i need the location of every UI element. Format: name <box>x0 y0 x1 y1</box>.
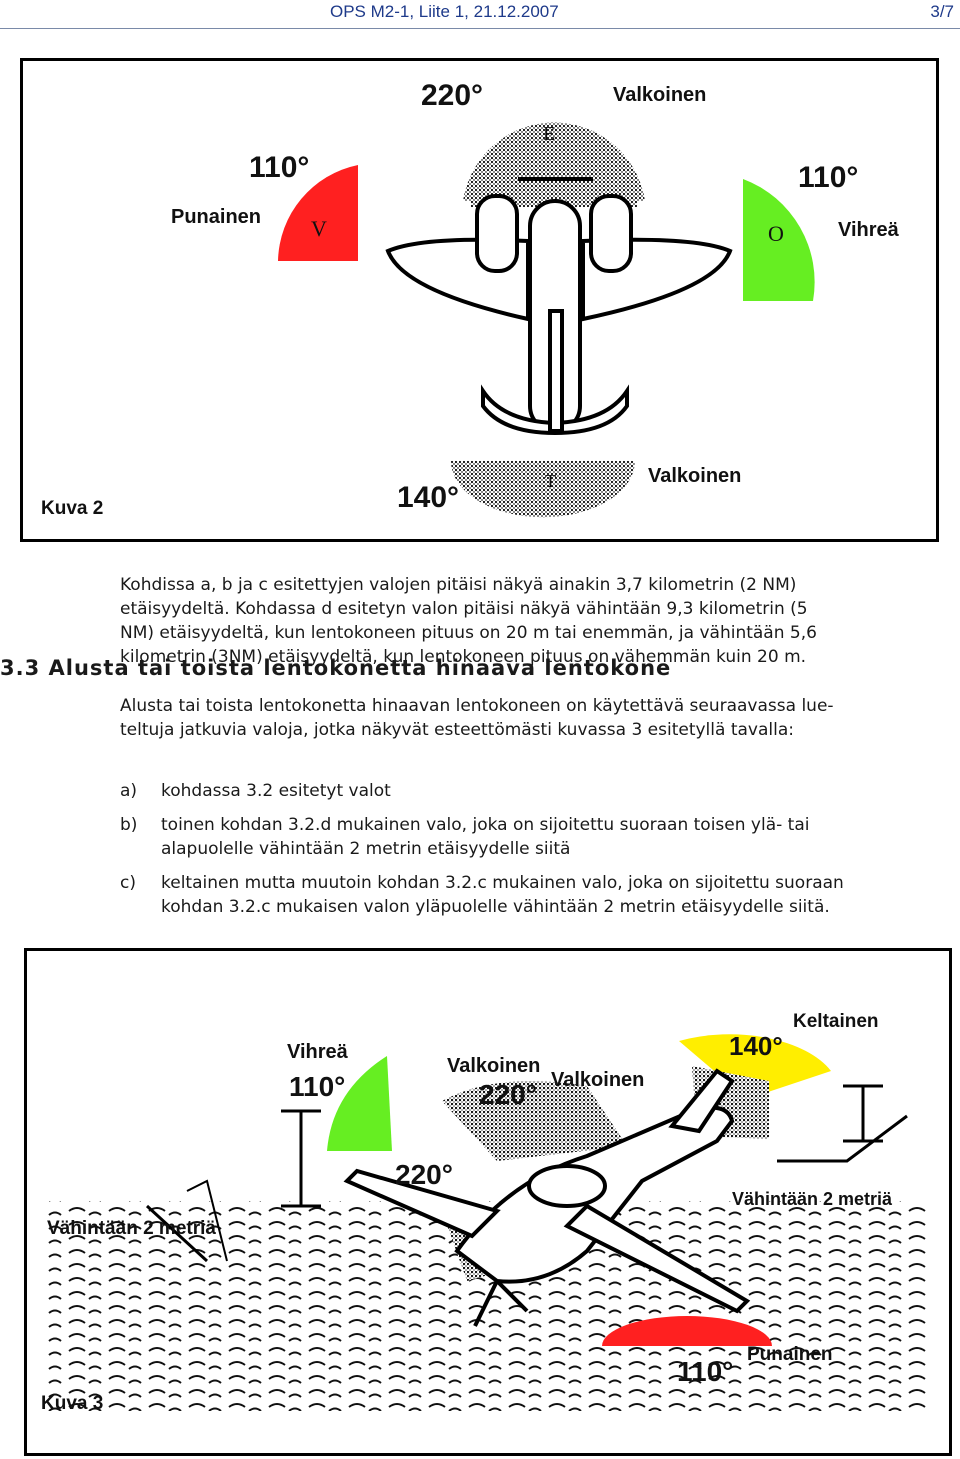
dimension-right-label: Vähintään 2 metriä <box>732 1189 893 1209</box>
label-yellow: Keltainen <box>793 1011 879 1032</box>
label-bottom-white: Valkoinen <box>648 465 742 487</box>
angle-right-label: 110° <box>798 161 859 194</box>
dimension-right <box>777 1084 908 1163</box>
paragraph-line: etäisyydeltä. Kohdassa d esitetyn valon … <box>120 599 808 619</box>
list-item-text: toinen kohdan 3.2.d mukainen valo, joka … <box>161 815 810 835</box>
label-white-2: Valkoinen <box>551 1069 645 1091</box>
list-marker: c) <box>120 873 136 893</box>
figure-2-caption: Kuva 2 <box>41 498 104 519</box>
document-reference: OPS M2-1, Liite 1, 21.12.2007 <box>330 2 559 21</box>
sector-top-letter: E <box>543 123 556 145</box>
page-header: OPS M2-1, Liite 1, 21.12.2007 3/7 <box>0 0 960 30</box>
paragraph-line: Alusta tai toista lentokonetta hinaavan … <box>120 696 834 716</box>
paragraph-line: kilometrin (3NM) etäisyydeltä, kun lento… <box>120 647 807 667</box>
angle-top-label: 220° <box>421 79 484 112</box>
paragraph-line: NM) etäisyydeltä, kun lentokoneen pituus… <box>120 623 817 643</box>
list-item-text: kohdassa 3.2 esitetyt valot <box>161 781 391 801</box>
paragraph-line: Kohdissa a, b ja c esitettyjen valojen p… <box>120 575 797 595</box>
white-sector-bottom <box>451 461 635 518</box>
label-top-white: Valkoinen <box>613 84 707 106</box>
label-right-green: Vihreä <box>838 219 899 241</box>
figure-2: 220° Valkoinen E 110° Punainen V 110° Vi… <box>20 58 939 542</box>
red-sector <box>602 1316 772 1346</box>
white-sector-left <box>442 1081 627 1161</box>
list-item-text: keltainen mutta muutoin kohdan 3.2.c muk… <box>161 873 844 893</box>
list-item-text: kohdan 3.2.c mukaisen valon yläpuolelle … <box>161 897 830 917</box>
list-marker: a) <box>120 781 138 801</box>
figure-3: Vihreä 110° Valkoinen 220° Valkoinen 140… <box>24 948 952 1456</box>
angle-white-mid: 220° <box>395 1159 453 1190</box>
label-green: Vihreä <box>287 1041 348 1063</box>
green-sector <box>743 179 815 301</box>
list-marker: b) <box>120 815 138 835</box>
list-item-text: alapuolelle vähintään 2 metrin etäisyyde… <box>161 839 571 859</box>
figure-3-caption: Kuva 3 <box>41 1393 104 1414</box>
angle-yellow: 140° <box>729 1031 783 1061</box>
page-number: 3/7 <box>930 2 954 21</box>
airplane-perspective <box>343 1068 751 1327</box>
green-sector <box>327 1056 392 1151</box>
label-left-red: Punainen <box>171 206 262 228</box>
red-sector <box>278 165 358 261</box>
yellow-sector <box>679 1034 831 1099</box>
airplane-top-view <box>385 177 733 436</box>
angle-bottom-label: 140° <box>397 481 460 514</box>
paragraph-line: teltuja jatkuvia valoja, jotka näkyvät e… <box>120 720 794 740</box>
angle-red: 110° <box>677 1356 734 1387</box>
angle-green: 110° <box>289 1071 346 1102</box>
figure-2-drawing <box>278 122 815 518</box>
label-red: Punainen <box>747 1344 833 1365</box>
angle-left-label: 110° <box>249 151 310 184</box>
angle-white-top: 220° <box>479 1079 537 1110</box>
label-white-1: Valkoinen <box>447 1055 541 1077</box>
towing-paragraph: Alusta tai toista lentokonetta hinaavan … <box>120 694 960 742</box>
header-rule <box>0 28 960 29</box>
sector-right-letter: O <box>768 221 784 246</box>
dimension-left-label: Vähintään 2 metriä <box>47 1218 216 1239</box>
visibility-paragraph: Kohdissa a, b ja c esitettyjen valojen p… <box>120 573 960 669</box>
sector-bottom-letter: T <box>545 471 556 491</box>
section-heading: 3.3 Alusta tai toista lentokonetta hinaa… <box>0 656 672 680</box>
sector-left-letter: V <box>311 216 327 241</box>
figure-3-drawing <box>47 1034 927 1411</box>
dimension-left <box>145 1109 321 1263</box>
